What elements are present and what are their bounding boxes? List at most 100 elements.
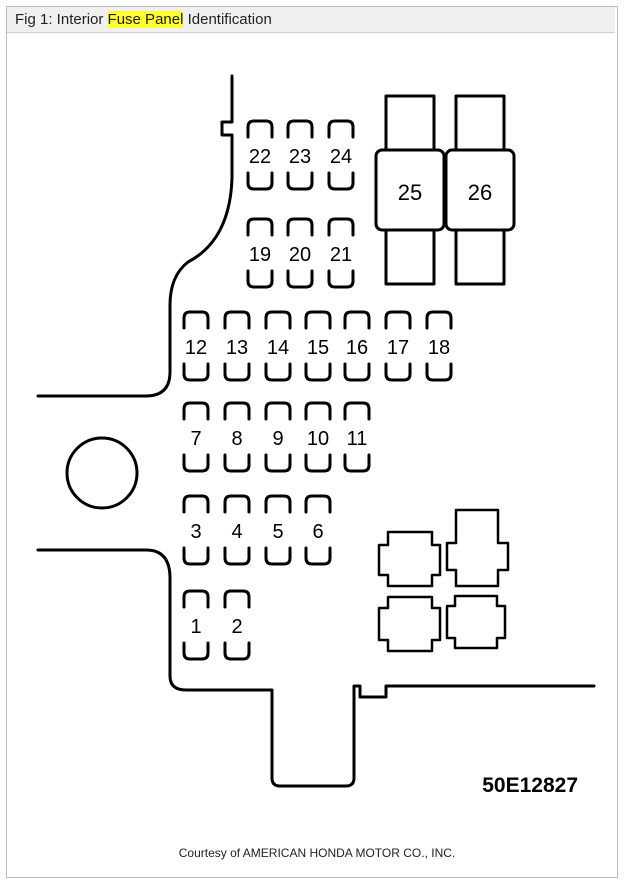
fuse-20-label: 20 [289, 244, 311, 266]
fuse-21: 21 [327, 217, 355, 289]
fuse-4: 4 [223, 494, 251, 566]
fuse-8: 8 [223, 401, 251, 473]
mounting-hole [65, 436, 139, 510]
fuse-outline [264, 494, 292, 514]
fuse-17-label: 17 [387, 337, 409, 359]
fuse-3: 3 [182, 494, 210, 566]
fuse-8-label: 8 [231, 428, 242, 450]
fuse-outline [327, 119, 355, 139]
fuse-26-bottom-terminal [454, 228, 506, 286]
fuse-outline [304, 362, 332, 382]
caption-suffix: Identification [183, 11, 272, 28]
fuse-1-label: 1 [190, 616, 201, 638]
fuse-outline [182, 453, 210, 473]
fuse-24-label: 24 [330, 146, 352, 168]
relay-socket [445, 594, 507, 650]
fuse-13-label: 13 [226, 337, 248, 359]
fuse-outline [286, 119, 314, 139]
credit-line: Courtesy of AMERICAN HONDA MOTOR CO., IN… [178, 846, 456, 860]
fuse-22: 22 [246, 119, 274, 191]
fuse-2: 2 [223, 589, 251, 661]
fuse-outline [286, 171, 314, 191]
fuse-11: 11 [343, 401, 371, 473]
fuse-5-label: 5 [272, 521, 283, 543]
fuse-6: 6 [304, 494, 332, 566]
fuse-outline [246, 269, 274, 289]
fuse-11-label: 11 [347, 428, 368, 450]
fuse-15: 15 [304, 310, 332, 382]
fuse-outline [223, 494, 251, 514]
fuse-2-label: 2 [231, 616, 242, 638]
fuse-9: 9 [264, 401, 292, 473]
figure-caption: Fig 1: Interior Fuse Panel Identificatio… [7, 7, 615, 33]
fuse-outline [425, 310, 453, 330]
fuse-16-label: 16 [346, 337, 368, 359]
fuse-outline [223, 589, 251, 609]
fuse-outline [182, 546, 210, 566]
fuse-13: 13 [223, 310, 251, 382]
fuse-10-label: 10 [307, 428, 329, 450]
panel-outline [36, 74, 234, 398]
fuse-6-label: 6 [312, 521, 323, 543]
fuse-outline [286, 269, 314, 289]
fuse-5: 5 [264, 494, 292, 566]
fuse-outline [384, 362, 412, 382]
fuse-outline [246, 119, 274, 139]
fuse-9-label: 9 [272, 428, 283, 450]
fuse-outline [182, 589, 210, 609]
fuse-outline [286, 217, 314, 237]
fuse-outline [223, 362, 251, 382]
relay-socket [377, 530, 442, 588]
fuse-3-label: 3 [190, 521, 201, 543]
fuse-outline [223, 453, 251, 473]
fuse-outline [264, 362, 292, 382]
fuse-outline [264, 453, 292, 473]
fuse-1: 1 [182, 589, 210, 661]
fuse-outline [246, 217, 274, 237]
fuse-outline [304, 494, 332, 514]
fuse-outline [182, 310, 210, 330]
fuse-26-label: 26 [468, 180, 492, 205]
caption-highlight: Fuse Panel [107, 11, 184, 28]
fuse-outline [304, 453, 332, 473]
fuse-20: 20 [286, 217, 314, 289]
fuse-25-bottom-terminal [384, 228, 436, 286]
fuse-outline [327, 269, 355, 289]
fuse-outline [343, 453, 371, 473]
fuse-18: 18 [425, 310, 453, 382]
fuse-outline [182, 494, 210, 514]
fuse-24: 24 [327, 119, 355, 191]
fuse-7: 7 [182, 401, 210, 473]
fuse-outline [264, 310, 292, 330]
fuse-outline [343, 401, 371, 421]
fuse-14-label: 14 [267, 337, 289, 359]
fuse-outline [182, 641, 210, 661]
fuse-outline [246, 171, 274, 191]
caption-prefix: Fig 1: Interior [15, 11, 108, 28]
fuse-outline [182, 362, 210, 382]
fuse-outline [327, 217, 355, 237]
fuse-outline [223, 546, 251, 566]
fuse-outline [182, 401, 210, 421]
fuse-outline [425, 362, 453, 382]
fuse-12: 12 [182, 310, 210, 382]
fuse-22-label: 22 [249, 146, 271, 168]
fuse-23-label: 23 [289, 146, 311, 168]
figure-frame [6, 6, 618, 878]
fuse-outline [223, 401, 251, 421]
fuse-15-label: 15 [307, 337, 329, 359]
fuse-outline [304, 401, 332, 421]
fuse-25-top-terminal [384, 94, 436, 152]
fuse-25-label: 25 [398, 180, 422, 205]
fuse-21-label: 21 [330, 244, 352, 266]
relay-socket [445, 508, 510, 588]
fuse-18-label: 18 [428, 337, 450, 359]
fuse-outline [264, 401, 292, 421]
fuse-17: 17 [384, 310, 412, 382]
fuse-outline [384, 310, 412, 330]
fuse-26-top-terminal [454, 94, 506, 152]
diagram-code: 50E12827 [482, 774, 578, 797]
fuse-outline [343, 362, 371, 382]
fuse-16: 16 [343, 310, 371, 382]
fuse-outline [264, 546, 292, 566]
